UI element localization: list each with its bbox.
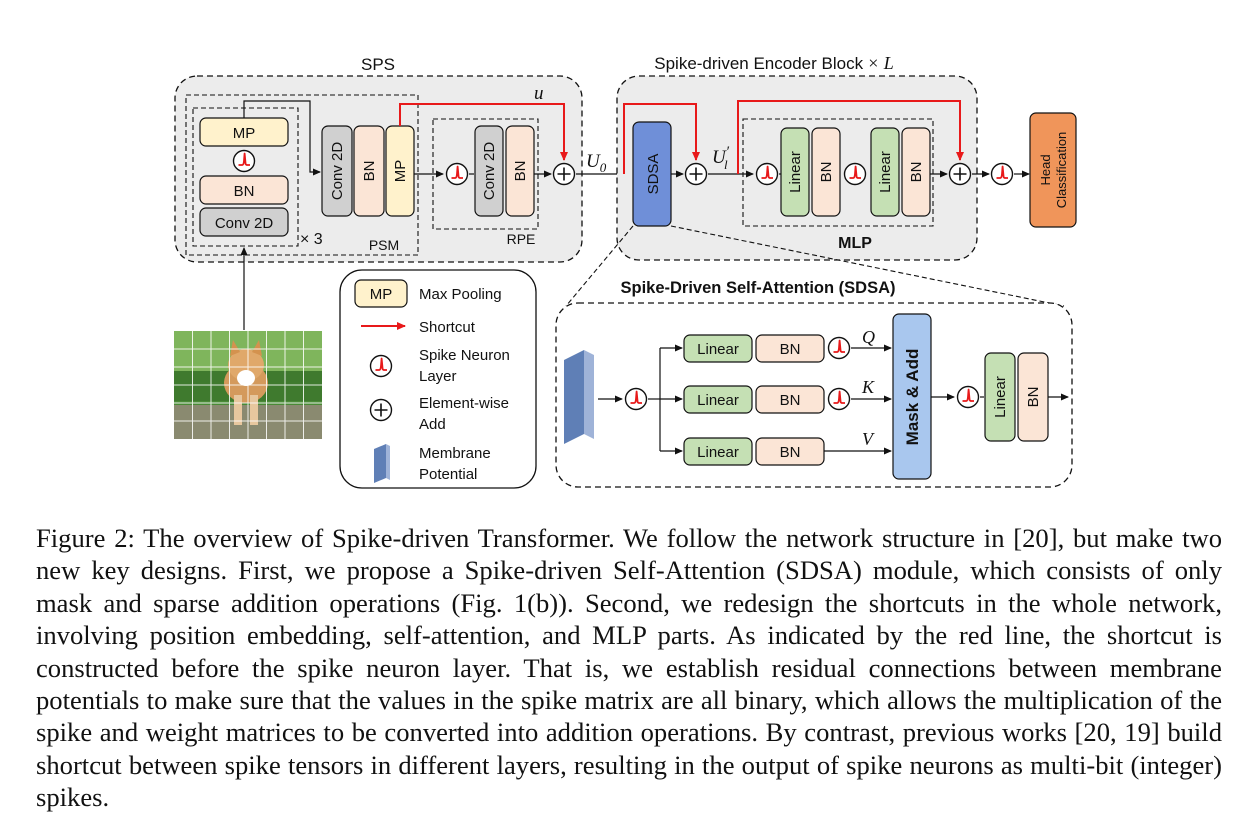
mlp-linear-block-2 [870,127,900,217]
q-bn-label: BN [780,341,801,358]
rpe-conv2d-label: Conv 2D [481,142,498,201]
mlp-linear-label-2: Linear [877,151,894,193]
v-bn-label: BN [780,444,801,461]
mlp-box [742,118,934,227]
legend-max-pooling: Max Pooling [419,286,502,303]
sps-title: SPS [361,55,395,74]
figure-caption: Figure 2: The overview of Spike-driven T… [36,523,1222,813]
k-bn-block [755,385,825,414]
conv2d-vertical-block [321,125,353,217]
mlp-bn-block-2 [901,127,931,217]
architecture-diagram: SPS PSM × 3 MP BN Conv 2D Conv 2D BN MP … [174,53,1077,489]
spike-neuron-icon [232,149,256,173]
mlp-bn-label-2: BN [908,162,925,183]
mp-vertical-label: MP [392,160,409,183]
q-linear-label: Linear [697,341,739,358]
k-bn-label: BN [780,392,801,409]
mlp-bn-label: BN [818,162,835,183]
elementwise-add-icon [552,162,576,186]
psm-box [185,94,419,256]
legend-membrane-2: Potential [419,466,477,483]
mask-add-label: Mask & Add [903,349,922,446]
rpe-bn-block [505,125,535,217]
legend-elementwise-add-icon [369,398,393,422]
spike-neuron-icon [755,162,779,186]
mlp-linear-block [780,127,810,217]
legend-elementwise-2: Add [419,416,446,433]
mlp-linear-label: Linear [787,151,804,193]
rpe-conv2d-block [474,125,504,217]
conv2d-block-label: Conv 2D [215,215,274,232]
shortcut-u [399,103,568,161]
k-label: K [861,377,875,397]
sdsa-block-label: SDSA [645,154,662,195]
rpe-label: RPE [507,231,536,247]
q-label: Q [862,327,875,347]
conv2d-block [199,207,289,237]
out-linear-block [984,352,1016,442]
v-linear-label: Linear [697,444,739,461]
legend-elementwise-1: Element-wise [419,395,509,412]
v-linear-block [683,437,753,466]
mlp-label: MLP [838,235,872,252]
spike-neuron-icon [843,162,867,186]
legend-spike-neuron-1: Spike Neuron [419,347,510,364]
spike-neuron-icon [827,336,851,360]
legend-membrane-icon [374,444,386,483]
legend: MP Max Pooling Shortcut Spike Neuron Lay… [339,269,537,489]
bn-vertical-block [353,125,385,217]
times-3-label: × 3 [300,231,323,248]
out-bn-label: BN [1025,387,1042,408]
legend-spike-neuron-2: Layer [419,368,457,385]
shortcut-sdsa [623,103,700,174]
q-bn-block [755,334,825,363]
mp-block-label: MP [233,125,256,142]
spike-neuron-icon [624,387,648,411]
elementwise-add-icon [948,162,972,186]
spike-neuron-icon [990,162,1014,186]
elementwise-add-icon [684,162,708,186]
sdsa-detail-title: Spike-Driven Self-Attention (SDSA) [620,279,895,297]
k-linear-block [683,385,753,414]
bn-block [199,175,289,205]
sps-panel: SPS PSM × 3 MP BN Conv 2D Conv 2D BN MP … [174,55,583,263]
input-image [174,331,322,439]
u0-label: U0 [586,151,607,175]
k-linear-label: Linear [697,392,739,409]
spike-neuron-icon [827,387,851,411]
out-linear-label: Linear [992,376,1009,418]
head-label: Head [1038,154,1053,185]
spike-neuron-icon [445,162,469,186]
encoder-block-panel: Spike-driven Encoder Block× L SDSA U′l M… [616,53,978,261]
shortcut-mlp [737,100,964,174]
legend-shortcut: Shortcut [419,319,476,336]
legend-membrane-1: Membrane [419,445,491,462]
bn-vertical-label: BN [361,161,378,182]
legend-mp-label: MP [370,286,393,303]
bn-block-label: BN [234,183,255,200]
legend-mp-swatch [354,279,408,308]
encoder-title: Spike-driven Encoder Block× L [654,53,894,73]
head-classification-block [1029,112,1077,228]
conv2d-vertical-label: Conv 2D [329,142,346,201]
classification-label: Classification [1054,132,1069,209]
psm-label: PSM [369,237,399,253]
ul-prime-label: U′l [712,144,730,172]
membrane-potential-icon [564,350,584,444]
rpe-bn-label: BN [512,161,529,182]
u-label: u [534,83,544,104]
v-label: V [862,429,875,449]
legend-spike-neuron-icon [369,354,393,378]
spike-neuron-icon [956,385,980,409]
mlp-bn-block [811,127,841,217]
repeat-box [192,107,299,247]
q-linear-block [683,334,753,363]
sdsa-detail-panel: Spike-Driven Self-Attention (SDSA) Linea… [555,279,1073,488]
